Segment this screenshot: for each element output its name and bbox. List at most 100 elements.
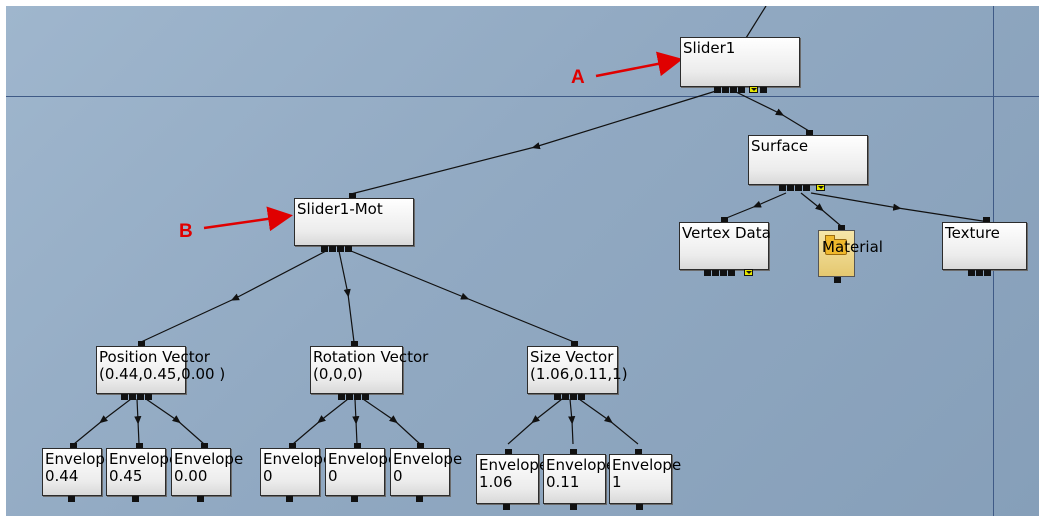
- wire-mot-to-position: [140, 250, 327, 343]
- port-output[interactable]: [795, 185, 802, 191]
- port-output[interactable]: [787, 185, 794, 191]
- envelope-label: Envelope: [612, 456, 682, 474]
- port-input[interactable]: [505, 449, 512, 455]
- port-output[interactable]: [145, 394, 152, 400]
- port-output[interactable]: [68, 496, 75, 502]
- port-output[interactable]: [834, 277, 841, 283]
- node-envelope[interactable]: Envelope 0.11: [543, 454, 615, 504]
- node-size-vector[interactable]: Size Vector (1.06,0.11,1): [527, 346, 628, 394]
- port-input[interactable]: [635, 449, 642, 455]
- node-envelope[interactable]: Envelope 0: [390, 448, 462, 496]
- node-envelope[interactable]: Envelope 0.45: [106, 448, 178, 496]
- port-input[interactable]: [349, 193, 356, 199]
- port-output[interactable]: [503, 504, 510, 510]
- node-size-vector-value: (1.06,0.11,1): [530, 365, 628, 383]
- wire-mot-to-rotation: [338, 250, 355, 343]
- wire-size-env3: [578, 398, 639, 445]
- port-input[interactable]: [351, 341, 358, 347]
- dropdown-icon[interactable]: [749, 86, 758, 93]
- port-output[interactable]: [730, 87, 737, 93]
- port-output[interactable]: [976, 270, 983, 276]
- wire-mot-to-size: [350, 250, 575, 343]
- port-output[interactable]: [329, 246, 336, 252]
- port-output[interactable]: [570, 394, 577, 400]
- port-output[interactable]: [129, 394, 136, 400]
- folder-icon: [825, 235, 847, 255]
- port-input[interactable]: [70, 443, 77, 449]
- port-output[interactable]: [704, 270, 711, 276]
- port-input[interactable]: [721, 217, 728, 223]
- port-input[interactable]: [417, 443, 424, 449]
- port-output[interactable]: [968, 270, 975, 276]
- port-output[interactable]: [337, 246, 344, 252]
- dropdown-icon[interactable]: [744, 269, 753, 276]
- node-envelope[interactable]: Envelope 1.06: [476, 454, 549, 504]
- wire-pos-env1: [73, 398, 132, 445]
- port-input[interactable]: [838, 225, 845, 231]
- node-envelope[interactable]: Envelope 0.44: [42, 448, 115, 496]
- port-output[interactable]: [345, 246, 352, 252]
- port-output[interactable]: [562, 394, 569, 400]
- port-input[interactable]: [570, 449, 577, 455]
- envelope-label: Envelope: [479, 456, 549, 474]
- node-vertex-data[interactable]: Vertex Data: [679, 222, 771, 270]
- port-output[interactable]: [137, 394, 144, 400]
- port-output[interactable]: [722, 87, 729, 93]
- node-vertex-data-label: Vertex Data: [682, 224, 771, 242]
- wire-size-env1: [507, 398, 563, 445]
- node-position-vector[interactable]: Position Vector (0.44,0.45,0.00 ): [96, 346, 225, 394]
- envelope-label: Envelope: [45, 450, 115, 468]
- port-output[interactable]: [760, 87, 767, 93]
- port-output[interactable]: [714, 87, 721, 93]
- port-output[interactable]: [712, 270, 719, 276]
- node-slider1[interactable]: Slider1: [680, 37, 800, 87]
- port-output[interactable]: [286, 496, 293, 502]
- dropdown-icon[interactable]: [816, 184, 825, 191]
- port-input[interactable]: [983, 217, 990, 223]
- port-input[interactable]: [138, 341, 145, 347]
- port-output[interactable]: [803, 185, 810, 191]
- port-input[interactable]: [354, 443, 361, 449]
- port-output[interactable]: [720, 270, 727, 276]
- port-output[interactable]: [578, 394, 585, 400]
- node-surface[interactable]: Surface: [748, 135, 868, 185]
- node-rotation-vector[interactable]: Rotation Vector (0,0,0): [310, 346, 428, 394]
- port-output[interactable]: [121, 394, 128, 400]
- port-output[interactable]: [321, 246, 328, 252]
- port-output[interactable]: [738, 87, 745, 93]
- port-output[interactable]: [338, 394, 345, 400]
- port-output[interactable]: [197, 496, 204, 502]
- port-output[interactable]: [132, 496, 139, 502]
- node-surface-label: Surface: [751, 137, 809, 155]
- node-envelope[interactable]: Envelope 0: [260, 448, 333, 496]
- node-slider1-mot[interactable]: Slider1-Mot: [294, 198, 414, 246]
- port-output[interactable]: [346, 394, 353, 400]
- node-envelope[interactable]: Envelope 0: [325, 448, 397, 496]
- port-input[interactable]: [289, 443, 296, 449]
- port-input[interactable]: [806, 130, 813, 136]
- port-output[interactable]: [779, 185, 786, 191]
- port-output[interactable]: [362, 394, 369, 400]
- port-output[interactable]: [351, 496, 358, 502]
- port-output[interactable]: [570, 504, 577, 510]
- node-position-vector-title: Position Vector: [99, 348, 210, 366]
- port-output[interactable]: [416, 496, 423, 502]
- annotation-arrow-b: [203, 206, 293, 232]
- port-output[interactable]: [984, 270, 991, 276]
- port-input[interactable]: [136, 443, 143, 449]
- node-texture[interactable]: Texture: [942, 222, 1027, 270]
- port-output[interactable]: [554, 394, 561, 400]
- port-output[interactable]: [728, 270, 735, 276]
- port-output[interactable]: [636, 504, 643, 510]
- wire-rot-env3: [362, 398, 421, 445]
- port-input[interactable]: [201, 443, 208, 449]
- wire-surface-to-vertex: [723, 192, 787, 220]
- node-envelope[interactable]: Envelope 1: [609, 454, 682, 504]
- port-input[interactable]: [571, 341, 578, 347]
- envelope-label: Envelope: [263, 450, 333, 468]
- annotation-label-b: B: [179, 221, 193, 242]
- port-output[interactable]: [354, 394, 361, 400]
- node-material[interactable]: [818, 230, 855, 277]
- node-envelope[interactable]: Envelope 0.00: [171, 448, 243, 496]
